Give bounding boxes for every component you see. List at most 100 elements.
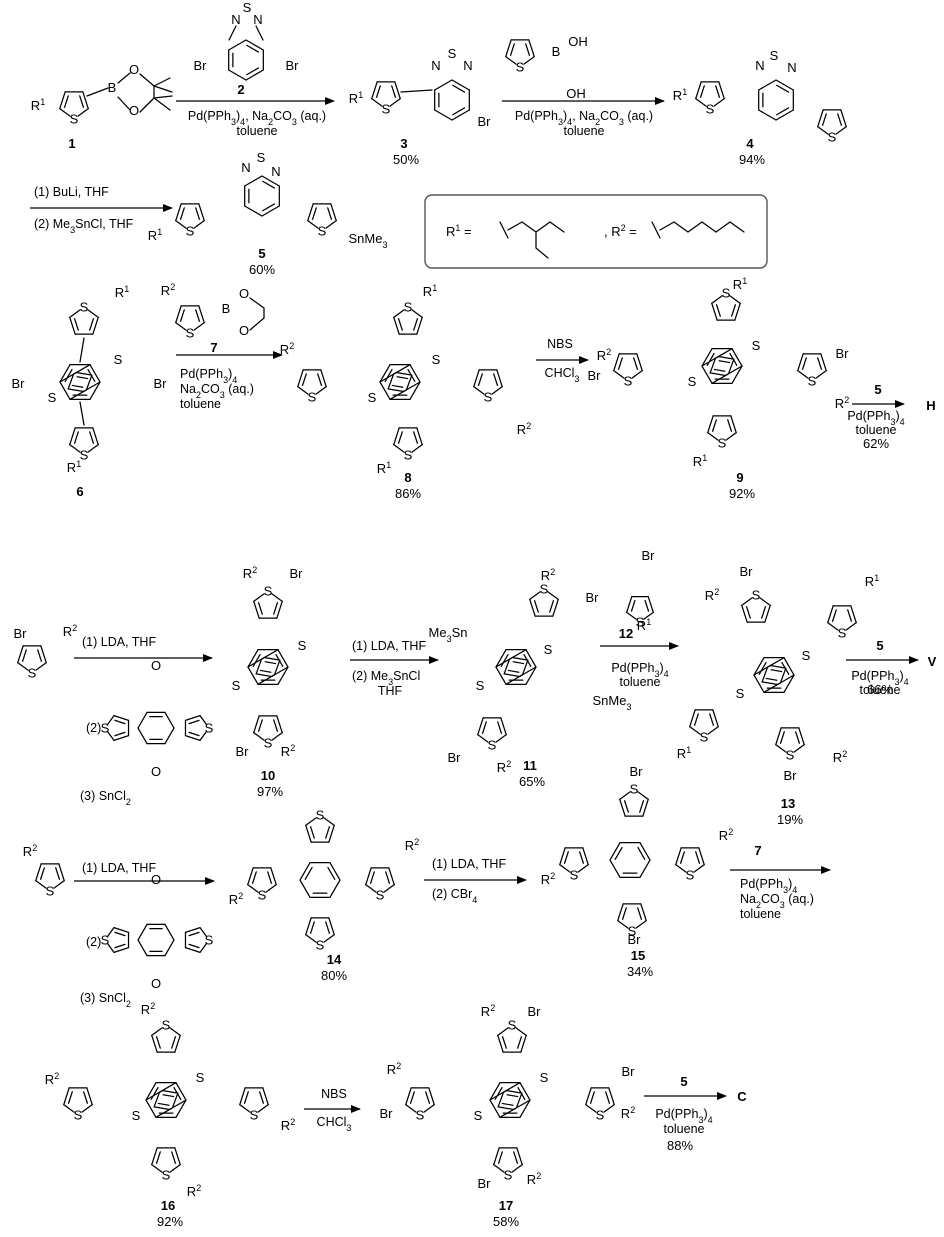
thiophene-bond: [81, 1104, 93, 1113]
thiophene-14-fused-top: [305, 817, 335, 843]
thiophene-bond-inner: [397, 431, 403, 444]
fused-bond: [85, 374, 93, 391]
thiophene-bond: [199, 927, 208, 938]
fused-bond: [497, 1091, 505, 1108]
thiophene-bond: [411, 309, 423, 318]
fused-bond: [72, 364, 91, 375]
thiophene-bond: [305, 917, 312, 936]
thiophene-3: [371, 81, 401, 107]
thiophene-bond-inner: [695, 851, 701, 864]
bdt-core-15-inner: [614, 846, 623, 860]
sulfur-atom: S: [80, 300, 89, 315]
r2-label: R2: [517, 421, 531, 437]
thiophene-bond: [247, 884, 259, 893]
thiophene-bond-inner: [179, 309, 185, 322]
thiophene-bond: [775, 744, 787, 753]
trimethylstannyl-group: SnMe3: [349, 231, 388, 250]
nitrogen-atom: N: [755, 58, 764, 73]
thiophene-bond: [497, 1034, 504, 1053]
thiophene-bond: [619, 798, 626, 817]
thiophene-bond: [365, 884, 377, 893]
thiophene-15-fused-bottom: [617, 903, 647, 929]
thiophene-bond: [712, 709, 719, 728]
fused-bond: [171, 1092, 179, 1109]
quinone-thiophene-r: [184, 927, 208, 953]
thiophene-bond-inner: [409, 1091, 415, 1104]
sulfur-atom: S: [232, 678, 241, 693]
cond-r10-solvent: toluene: [859, 683, 900, 697]
sulfur-atom: S: [596, 1108, 605, 1123]
cond-r9-catalyst: Pd(PPh3)4: [611, 661, 668, 679]
thiophene-bond: [151, 1034, 158, 1053]
b: [701, 221, 717, 233]
benzothiadiazole-hex: [758, 109, 777, 121]
thiophene-bond: [276, 600, 283, 619]
sulfur-atom: S: [630, 782, 639, 797]
sulfur-atom: S: [570, 868, 579, 883]
bromine-atom: Br: [630, 764, 644, 779]
thiophene-bond-inner: [549, 600, 555, 613]
quinone-hex: [164, 727, 175, 745]
r2-label: R2: [45, 1071, 59, 1087]
sulfur-atom: S: [752, 338, 761, 353]
thiophene-bond-inner: [795, 731, 801, 744]
sulfur-atom: S: [540, 1070, 549, 1085]
thiophene-bond: [239, 1087, 246, 1106]
thiophene-bond: [637, 791, 649, 800]
sulfur-atom: S: [722, 286, 731, 301]
benzothiadiazole-hex-inner: [262, 180, 276, 189]
thiophene-bond: [827, 622, 839, 631]
bdt-core-10: [247, 666, 259, 685]
thiophene-13-right: [827, 605, 857, 631]
thiophene-bond: [840, 109, 847, 128]
bdt-core-16: [145, 1099, 157, 1118]
sulfur-atom: S: [404, 300, 413, 315]
fused-bond: [502, 1082, 521, 1093]
sulfur-atom: S: [828, 130, 837, 145]
thiophene-bond-inner: [709, 713, 715, 726]
thiophene-bond-inner: [243, 1091, 249, 1104]
sulfur-atom: S: [28, 666, 37, 681]
thiophene-bond-inner: [114, 731, 126, 737]
b: [117, 96, 131, 111]
r2-label: R2: [481, 1003, 495, 1019]
thiophene-bond: [613, 370, 625, 379]
sulfur-atom: S: [488, 738, 497, 753]
thiophene-bond: [297, 386, 309, 395]
thiophene-bond-inner: [301, 373, 307, 386]
r2-label: R2: [141, 1001, 155, 1017]
fused-bond: [508, 649, 527, 660]
thiophene-bond: [59, 108, 71, 117]
thiophene-bond-inner: [639, 800, 645, 813]
bdt-core-15: [639, 859, 651, 878]
bromine-atom: Br: [586, 590, 600, 605]
cond-r3-step2: (2) Me3SnCl, THF: [34, 217, 134, 235]
quinone-hex: [137, 711, 148, 729]
thiophene-bond: [35, 880, 47, 889]
thiophene-bond-inner: [493, 373, 499, 386]
thiophene-bond: [713, 98, 725, 107]
thiophene-bond-inner: [114, 719, 126, 725]
fused-bond: [387, 373, 395, 390]
thiophene-bond-inner: [579, 851, 585, 864]
thiophene-bond-inner: [375, 85, 381, 98]
thiophene-bond: [253, 732, 265, 741]
sulfur-atom: S: [264, 584, 273, 599]
fused-bond: [776, 674, 795, 686]
r2-label: R2: [541, 567, 555, 583]
thiophene-17-bottom: [493, 1147, 523, 1173]
thiophene-bond: [647, 596, 654, 613]
fused-bond: [75, 371, 93, 376]
bdt-core-10: [247, 649, 259, 668]
fused-bond: [273, 659, 281, 676]
fused-bond: [161, 1089, 179, 1094]
thiophene-bond-inner: [715, 85, 721, 98]
thiophene-bond: [323, 934, 335, 943]
fused-bond-inner: [765, 677, 778, 681]
thiophene-bond: [35, 863, 42, 882]
thiophene-bond-inner: [644, 599, 650, 612]
thiophene-bond-inner: [779, 731, 785, 744]
thiophene-bond-inner: [413, 431, 419, 444]
thiophene-bond: [473, 386, 485, 395]
quinone-hex: [137, 939, 148, 957]
